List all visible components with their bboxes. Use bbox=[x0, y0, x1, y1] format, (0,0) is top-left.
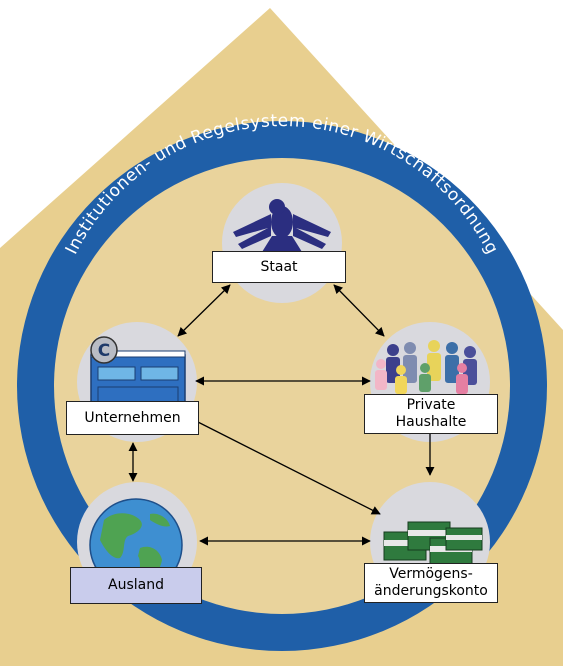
vermoegen-label-line2: änderungskonto bbox=[374, 583, 488, 599]
vermoegen-label-line1: Vermögens- bbox=[389, 566, 473, 582]
arrow-unternehmen-vermoegen bbox=[189, 417, 381, 515]
haushalte-label-line1: Private bbox=[406, 397, 456, 413]
arrow-staat-haushalte bbox=[333, 284, 385, 337]
vermoegen-label: Vermögens- änderungskonto bbox=[364, 563, 498, 603]
unternehmen-label: Unternehmen bbox=[66, 401, 199, 435]
staat-label: Staat bbox=[212, 251, 346, 283]
staat-label-text: Staat bbox=[260, 258, 298, 275]
haushalte-label-line2: Haushalte bbox=[395, 414, 467, 430]
ausland-label: Ausland bbox=[70, 567, 202, 604]
federal-eagle-icon bbox=[233, 199, 331, 258]
svg-text:C: C bbox=[98, 341, 110, 361]
money-stack-icon bbox=[383, 521, 483, 567]
household-people-icon bbox=[375, 340, 477, 394]
ausland-label-text: Ausland bbox=[108, 577, 164, 593]
company-building-icon: C bbox=[90, 336, 186, 406]
unternehmen-label-text: Unternehmen bbox=[84, 409, 181, 426]
arrow-staat-unternehmen bbox=[177, 284, 231, 337]
haushalte-label: Private Haushalte bbox=[364, 394, 498, 434]
